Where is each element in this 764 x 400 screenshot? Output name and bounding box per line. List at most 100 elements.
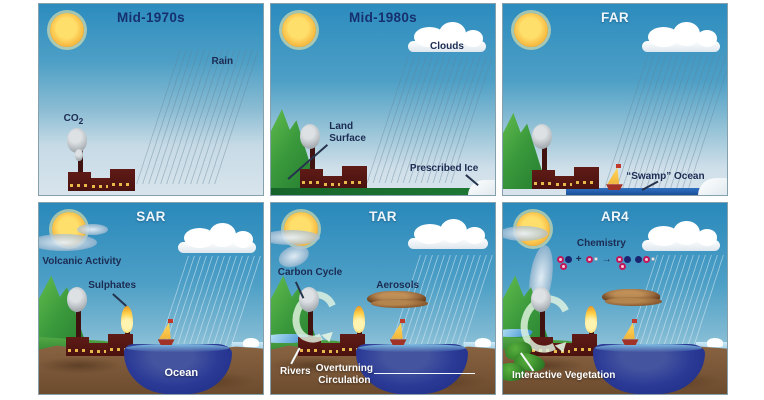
factory-chimney <box>542 143 547 171</box>
ice-patch <box>468 179 495 195</box>
flag <box>167 319 173 323</box>
chemistry-label: Chemistry <box>576 238 626 250</box>
smoke-plume <box>299 287 320 312</box>
cloud <box>177 222 257 253</box>
ocean-basin <box>356 344 469 394</box>
hull <box>157 339 175 346</box>
carbon-cycle-label: Carbon Cycle <box>277 266 343 278</box>
cloud-puff <box>184 228 216 249</box>
factory <box>300 142 368 189</box>
factory-block <box>90 178 110 192</box>
interactive-vegetation-label: Interactive Vegetation <box>511 370 616 382</box>
panel-mid-1980s: Mid-1980s Clouds Land Surface Prescribed… <box>270 3 496 196</box>
overturning-line <box>374 372 475 375</box>
aerosols-label: Aerosols <box>376 280 420 292</box>
factory-block <box>341 166 368 189</box>
panel-tar: TAR Carbon Cycle Aerosols <box>270 202 496 395</box>
cloud-puff <box>696 29 718 47</box>
factory-chimney <box>539 309 545 337</box>
prescribed-ice-label: Prescribed Ice <box>409 162 479 174</box>
cloud <box>407 218 489 249</box>
sulphates-label: Sulphates <box>88 280 137 292</box>
factory-block <box>554 176 574 190</box>
panel-mid-1970s: Mid-1970s Rain CO2 <box>38 3 264 196</box>
sailboat <box>606 164 623 191</box>
cloud-puff <box>462 29 483 47</box>
aerosol-blob <box>601 288 663 307</box>
cloud-puff <box>413 27 446 48</box>
molecule <box>585 255 598 263</box>
factory-block <box>571 333 598 356</box>
panel-sar: SAR Volcanic Activity Sulphates <box>38 202 264 395</box>
smoke-plume <box>300 124 321 150</box>
rain-streaks <box>604 53 727 188</box>
factory-chimney <box>75 309 81 337</box>
panel-ar4: AR4 Chemistry + → <box>502 202 728 395</box>
panel-title: AR4 <box>601 209 629 225</box>
cloud-puff <box>439 218 468 243</box>
sulphates-pointer <box>112 292 127 307</box>
factory-block <box>322 175 342 189</box>
molecule <box>634 255 655 263</box>
smoke-plume-stem <box>74 149 83 161</box>
hull <box>621 339 639 346</box>
iceberg <box>474 337 491 348</box>
ocean-basin <box>124 344 232 394</box>
factory-block <box>300 169 323 189</box>
cloud-puff <box>438 21 466 46</box>
cloud-base <box>407 40 487 52</box>
volcanic-plume <box>271 229 321 245</box>
factory-block <box>552 342 572 356</box>
cloud-base <box>177 241 257 253</box>
volcanic-plume <box>39 233 98 251</box>
molecule <box>615 255 631 270</box>
volcanic-plume <box>503 225 548 242</box>
rain-label: Rain <box>211 55 234 67</box>
factory-block <box>68 171 91 192</box>
sun-icon <box>514 12 549 47</box>
ocean-label: Ocean <box>164 367 199 380</box>
sail <box>159 322 171 339</box>
panel-title: Mid-1980s <box>349 10 417 26</box>
factory-block <box>109 169 136 192</box>
factory-block <box>88 342 108 356</box>
panel-title: TAR <box>369 209 397 225</box>
panel-title: SAR <box>136 209 166 225</box>
smoke-plume <box>532 124 553 150</box>
factory-block <box>320 342 340 356</box>
cloud-base <box>641 239 721 251</box>
cloud-puff <box>209 222 236 247</box>
cloud <box>407 21 487 52</box>
panel-grid: Mid-1970s Rain CO2 Mid-1980s Clouds Land… <box>38 3 728 395</box>
sun-icon <box>282 12 317 47</box>
cloud-base <box>641 40 721 52</box>
sun-icon <box>50 12 85 47</box>
sailboat <box>157 319 175 346</box>
cloud <box>641 220 721 251</box>
smoke-plume <box>67 287 88 312</box>
ocean-basin <box>592 344 705 394</box>
factory-block <box>529 336 553 356</box>
smoke-plume <box>67 128 88 153</box>
flag <box>631 319 637 323</box>
overturning-label: Overturning Circulation <box>315 363 374 386</box>
sulphate-flame <box>120 306 134 333</box>
panel-title: FAR <box>601 10 629 26</box>
rivers-label: Rivers <box>279 366 311 378</box>
plus-sign: + <box>575 253 582 265</box>
cloud <box>641 21 721 52</box>
clouds-label: Clouds <box>430 41 464 53</box>
sailboat <box>621 319 639 346</box>
factory-block <box>573 167 600 190</box>
cloud-puff <box>673 220 700 245</box>
flag <box>616 164 622 168</box>
cloud-base <box>407 237 489 249</box>
reaction-arrow: → <box>601 253 612 265</box>
aerosol-lobe <box>605 296 663 307</box>
factory <box>529 309 598 356</box>
aerosol-lobe <box>370 298 428 309</box>
sailboat <box>389 319 407 346</box>
factory-chimney <box>307 309 313 337</box>
volcanic-activity-label: Volcanic Activity <box>42 255 122 267</box>
